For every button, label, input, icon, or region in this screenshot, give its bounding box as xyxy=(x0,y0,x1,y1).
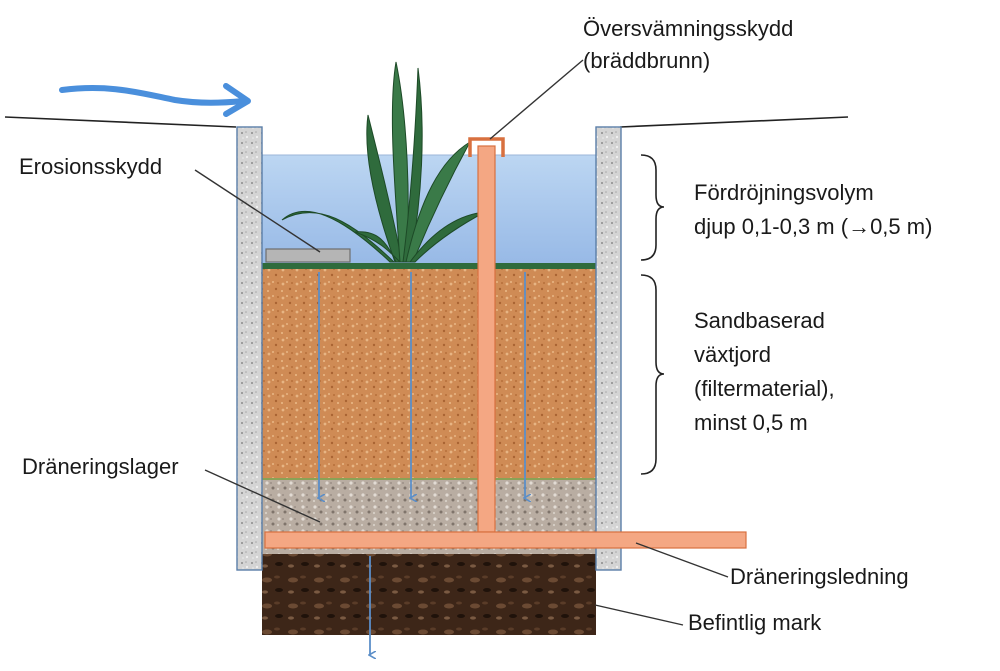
label-overflow-line1: Översvämningsskydd xyxy=(583,16,794,41)
inflow-arrow-head xyxy=(223,83,251,117)
drainage-pipe xyxy=(264,531,747,549)
label-drainage-layer: Dräneringslager xyxy=(22,454,179,479)
brace-retention xyxy=(640,154,665,261)
label-soil-line3: (filtermaterial), xyxy=(694,376,835,401)
leader-erosion xyxy=(194,169,321,253)
ground-line-right xyxy=(619,116,849,128)
label-existing-ground: Befintlig mark xyxy=(688,610,822,635)
plant xyxy=(281,61,486,263)
existing-ground xyxy=(262,554,596,635)
overflow-pipe-cap xyxy=(468,137,505,157)
leader-existing-ground xyxy=(594,604,684,626)
vegetation-strip xyxy=(262,263,596,269)
label-soil-line2: växtjord xyxy=(694,342,772,367)
label-retention-line2: djup 0,1-0,3 m (→0,5 m) xyxy=(694,214,933,239)
inflow-arrow xyxy=(59,85,247,106)
ground-line-left xyxy=(4,116,237,128)
filter-soil xyxy=(262,268,596,478)
leader-drainage-layer xyxy=(204,469,321,523)
erosion-slab xyxy=(265,248,351,263)
label-retention-line1: Fördröjningsvolym xyxy=(694,180,874,205)
wall-left xyxy=(236,126,263,571)
wall-right xyxy=(595,126,622,571)
label-soil-line4: minst 0,5 m xyxy=(694,410,808,435)
leader-overflow xyxy=(489,59,584,140)
label-drainage-pipe: Dräneringsledning xyxy=(730,564,909,589)
label-overflow-line2: (bräddbrunn) xyxy=(583,48,711,73)
overflow-pipe xyxy=(477,145,496,533)
leader-drainage-pipe xyxy=(635,542,729,578)
brace-soil xyxy=(640,274,665,475)
label-erosion: Erosionsskydd xyxy=(19,154,163,179)
label-soil-line1: Sandbaserad xyxy=(694,308,825,333)
